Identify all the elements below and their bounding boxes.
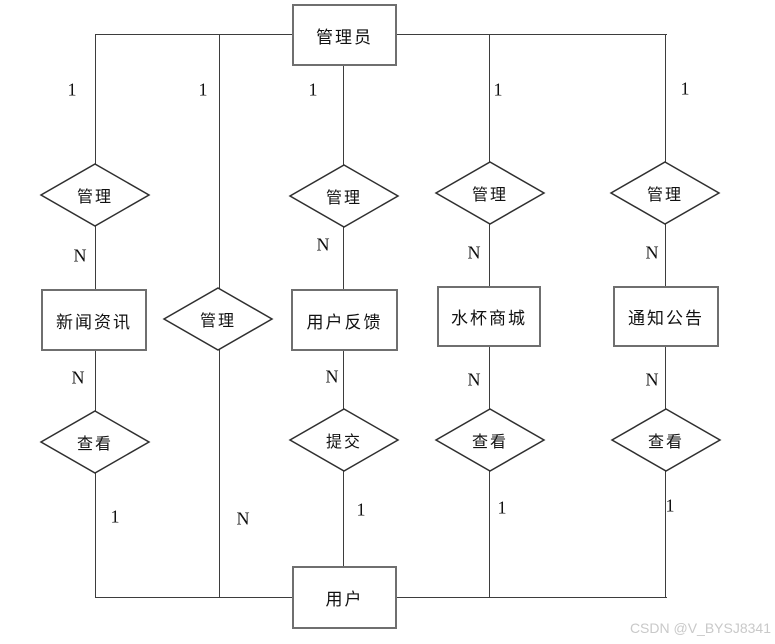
cardinality-label: 1 (665, 495, 675, 516)
relation-label: 查看 (647, 434, 684, 451)
relation-label: 查看 (76, 436, 113, 453)
entity-feedback-label: 用户反馈 (306, 312, 383, 332)
relation-manage-user: 管理 (162, 287, 274, 351)
relation-view-mall: 查看 (434, 408, 546, 472)
diamond-shape-icon (610, 408, 722, 472)
relation-manage-notice: 管理 (609, 161, 721, 225)
diamond-shape-icon (288, 408, 400, 472)
relation-submit-feedback: 提交 (288, 408, 400, 472)
diamond-shape-icon (39, 410, 151, 474)
relation-label: 管理 (325, 190, 362, 207)
diamond-shape-icon (434, 161, 546, 225)
cardinality-label: N (325, 366, 339, 387)
cardinality-label: 1 (110, 506, 120, 527)
cardinality-label: N (467, 369, 481, 390)
relation-manage-feedback: 管理 (288, 164, 400, 228)
cardinality-label: N (645, 242, 659, 263)
relation-manage-news: 管理 (39, 163, 151, 227)
entity-mall: 水杯商城 (437, 286, 541, 347)
entity-mall-label: 水杯商城 (451, 309, 527, 328)
diamond-shape-icon (162, 287, 274, 351)
cardinality-label: N (645, 369, 659, 390)
diamond-shape-icon (434, 408, 546, 472)
cardinality-label: 1 (308, 79, 318, 100)
relation-label: 管理 (471, 187, 508, 204)
entity-notice: 通知公告 (613, 286, 719, 347)
cardinality-label: 1 (67, 79, 77, 100)
cardinality-label: 1 (493, 79, 503, 100)
relation-label: 管理 (76, 189, 113, 206)
cardinality-label: N (316, 234, 330, 255)
relation-label: 提交 (325, 434, 362, 451)
relation-label: 管理 (646, 187, 683, 204)
cardinality-label: N (236, 508, 250, 529)
cardinality-label: 1 (198, 79, 208, 100)
cardinality-label: 1 (680, 78, 690, 99)
relation-label: 查看 (471, 434, 508, 451)
cardinality-label: 1 (356, 499, 366, 520)
entity-user: 用户 (292, 566, 397, 629)
diamond-shape-icon (39, 163, 151, 227)
diamond-shape-icon (288, 164, 400, 228)
relation-view-notice: 查看 (610, 408, 722, 472)
cardinality-label: N (71, 367, 85, 388)
relation-label: 管理 (199, 313, 236, 330)
cardinality-label: 1 (497, 497, 507, 518)
entity-admin: 管理员 (292, 4, 397, 66)
diamond-shape-icon (609, 161, 721, 225)
entity-feedback: 用户反馈 (291, 289, 398, 351)
relation-manage-mall: 管理 (434, 161, 546, 225)
cardinality-label: N (467, 242, 481, 263)
entity-admin-label: 管理员 (316, 27, 373, 47)
entity-user-label: 用户 (325, 590, 364, 609)
entity-news-label: 新闻资讯 (56, 312, 132, 332)
cardinality-label: N (73, 245, 87, 266)
csdn-watermark: CSDN @V_BYSJ8341 (629, 620, 771, 636)
entity-news: 新闻资讯 (41, 289, 147, 351)
entity-notice-label: 通知公告 (628, 309, 704, 328)
relation-view-news: 查看 (39, 410, 151, 474)
